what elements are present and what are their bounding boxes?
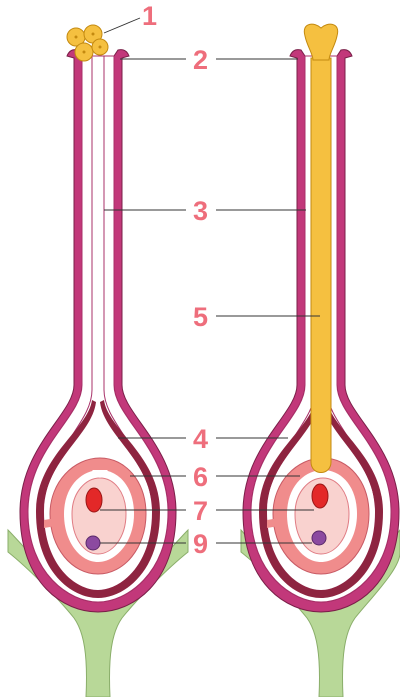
germinated-pollen-grain (304, 24, 337, 60)
label-2: 2 (193, 45, 208, 75)
polar-nucleus-right (312, 531, 326, 545)
label-1: 1 (142, 1, 157, 31)
egg-cell-left (86, 488, 102, 512)
label-9: 9 (193, 529, 208, 559)
pistil-left (8, 25, 188, 697)
label-6: 6 (193, 462, 208, 492)
egg-cell-right (312, 484, 328, 508)
label-7: 7 (193, 496, 208, 526)
label-3: 3 (193, 196, 208, 226)
pistil-right (241, 24, 400, 697)
label-4: 4 (193, 424, 208, 454)
polar-nucleus-left (86, 536, 100, 550)
label-5: 5 (193, 302, 208, 332)
